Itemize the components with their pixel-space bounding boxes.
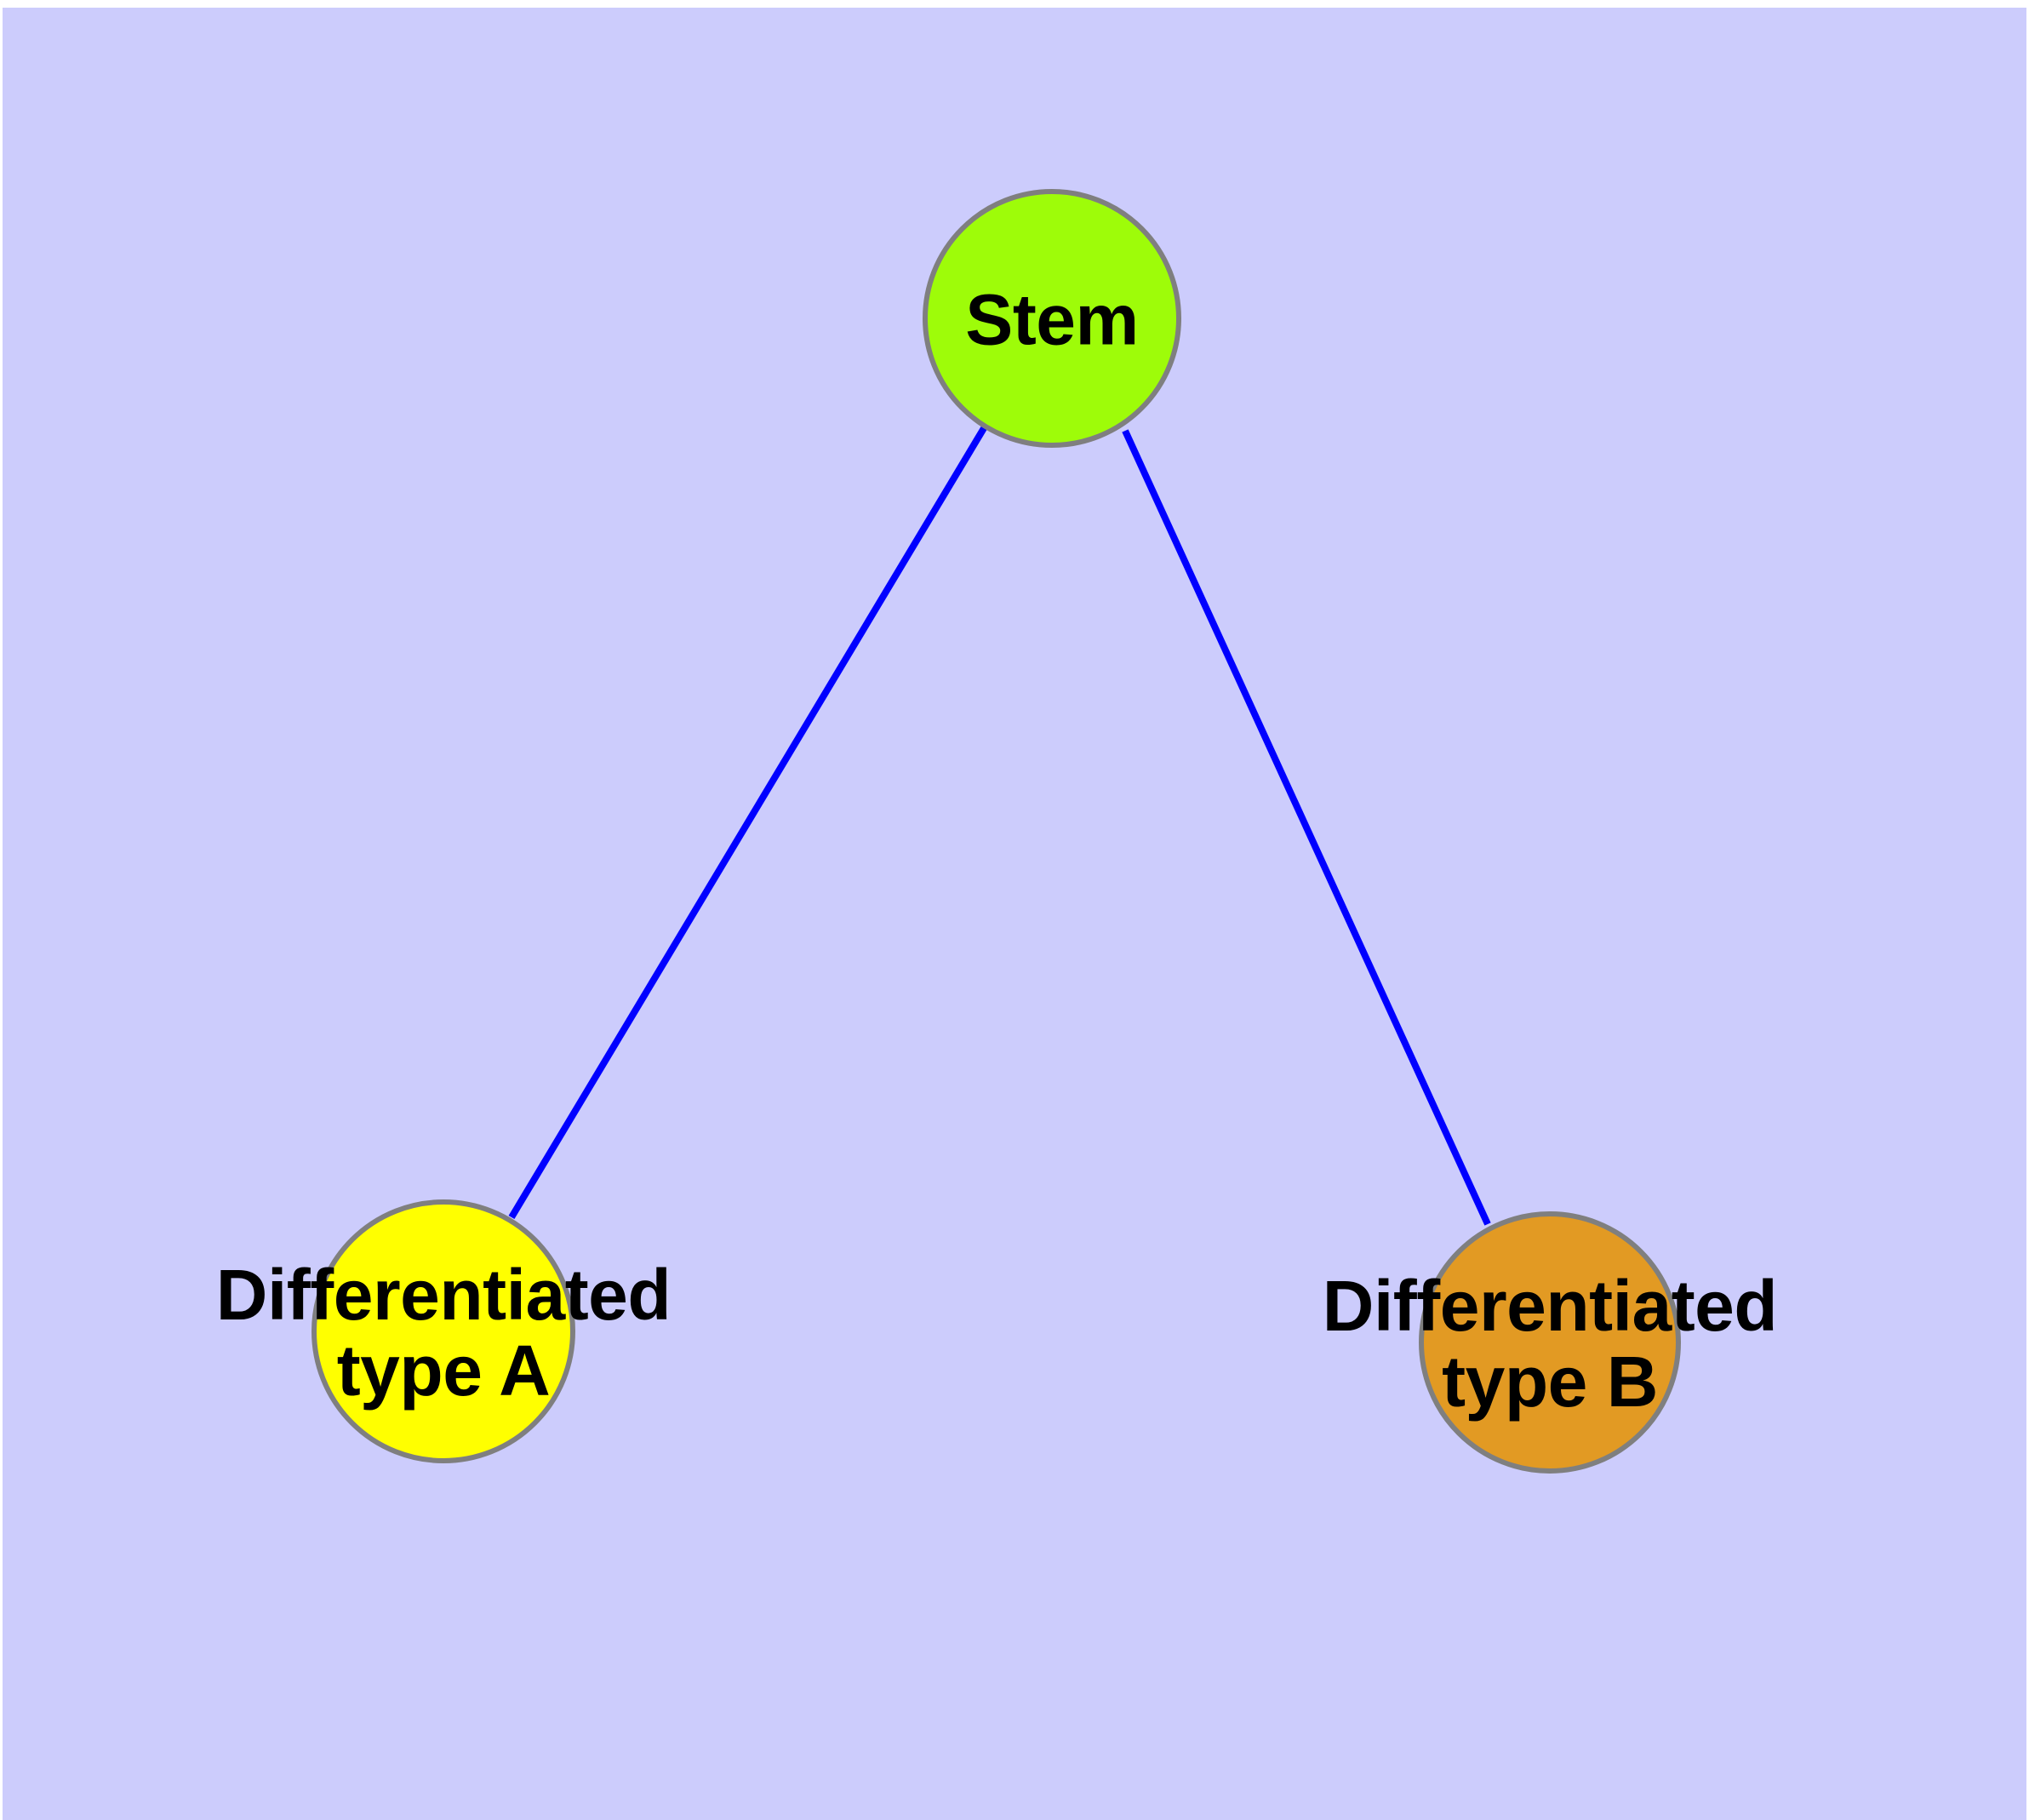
node-layer — [311, 189, 1681, 1474]
edge-layer — [508, 426, 1491, 1226]
edge-stem-to-differentiated-type-b[interactable] — [1122, 429, 1491, 1226]
node-circle-stem[interactable] — [923, 189, 1181, 448]
node-circle-differentiated-type-b[interactable] — [1419, 1211, 1681, 1474]
edge-stem-to-differentiated-type-a[interactable] — [508, 426, 987, 1220]
node-circle-differentiated-type-a[interactable] — [311, 1199, 575, 1463]
